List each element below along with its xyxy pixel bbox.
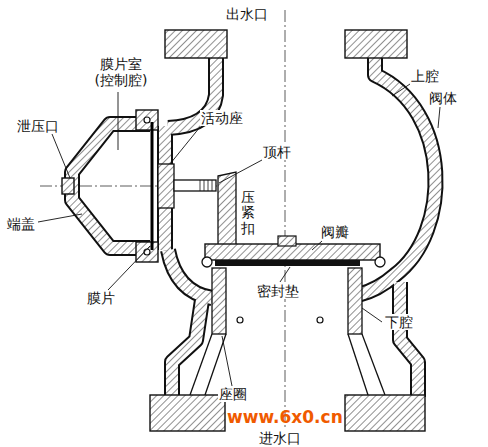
seat-ring: [212, 268, 362, 334]
part-label: 泄压口: [16, 118, 60, 134]
part-label: 上腔: [410, 68, 440, 84]
part-label: 阀体: [428, 90, 458, 106]
inlet-label: 进水口: [258, 430, 302, 446]
part-label: 膜片室 (控制腔): [92, 56, 150, 88]
diaphragm: [151, 122, 154, 250]
bolt: [144, 117, 355, 325]
part-label: 顶杆: [262, 144, 292, 160]
part-label: 压紧扣: [240, 190, 256, 236]
leader-line: [38, 84, 440, 386]
part-label: 膜片: [86, 290, 116, 306]
moving-seat: [158, 164, 174, 208]
valve-body-walls: [72, 58, 436, 397]
part-label: 密封垫: [256, 283, 300, 299]
outlet-label: 出水口: [225, 6, 269, 22]
part-label: 活动座: [200, 110, 244, 126]
center-line: [40, 10, 285, 440]
seal-gasket: [215, 260, 360, 266]
valve-disc: [202, 236, 385, 267]
part-label: 阀瓣: [320, 224, 350, 240]
flange: [62, 30, 425, 431]
watermark: www.6x0.cn: [226, 408, 344, 428]
part-label: 端盖: [6, 216, 36, 232]
push-rod: [174, 180, 216, 191]
part-label: 座圈: [218, 386, 248, 402]
part-label: 下腔: [384, 314, 414, 330]
